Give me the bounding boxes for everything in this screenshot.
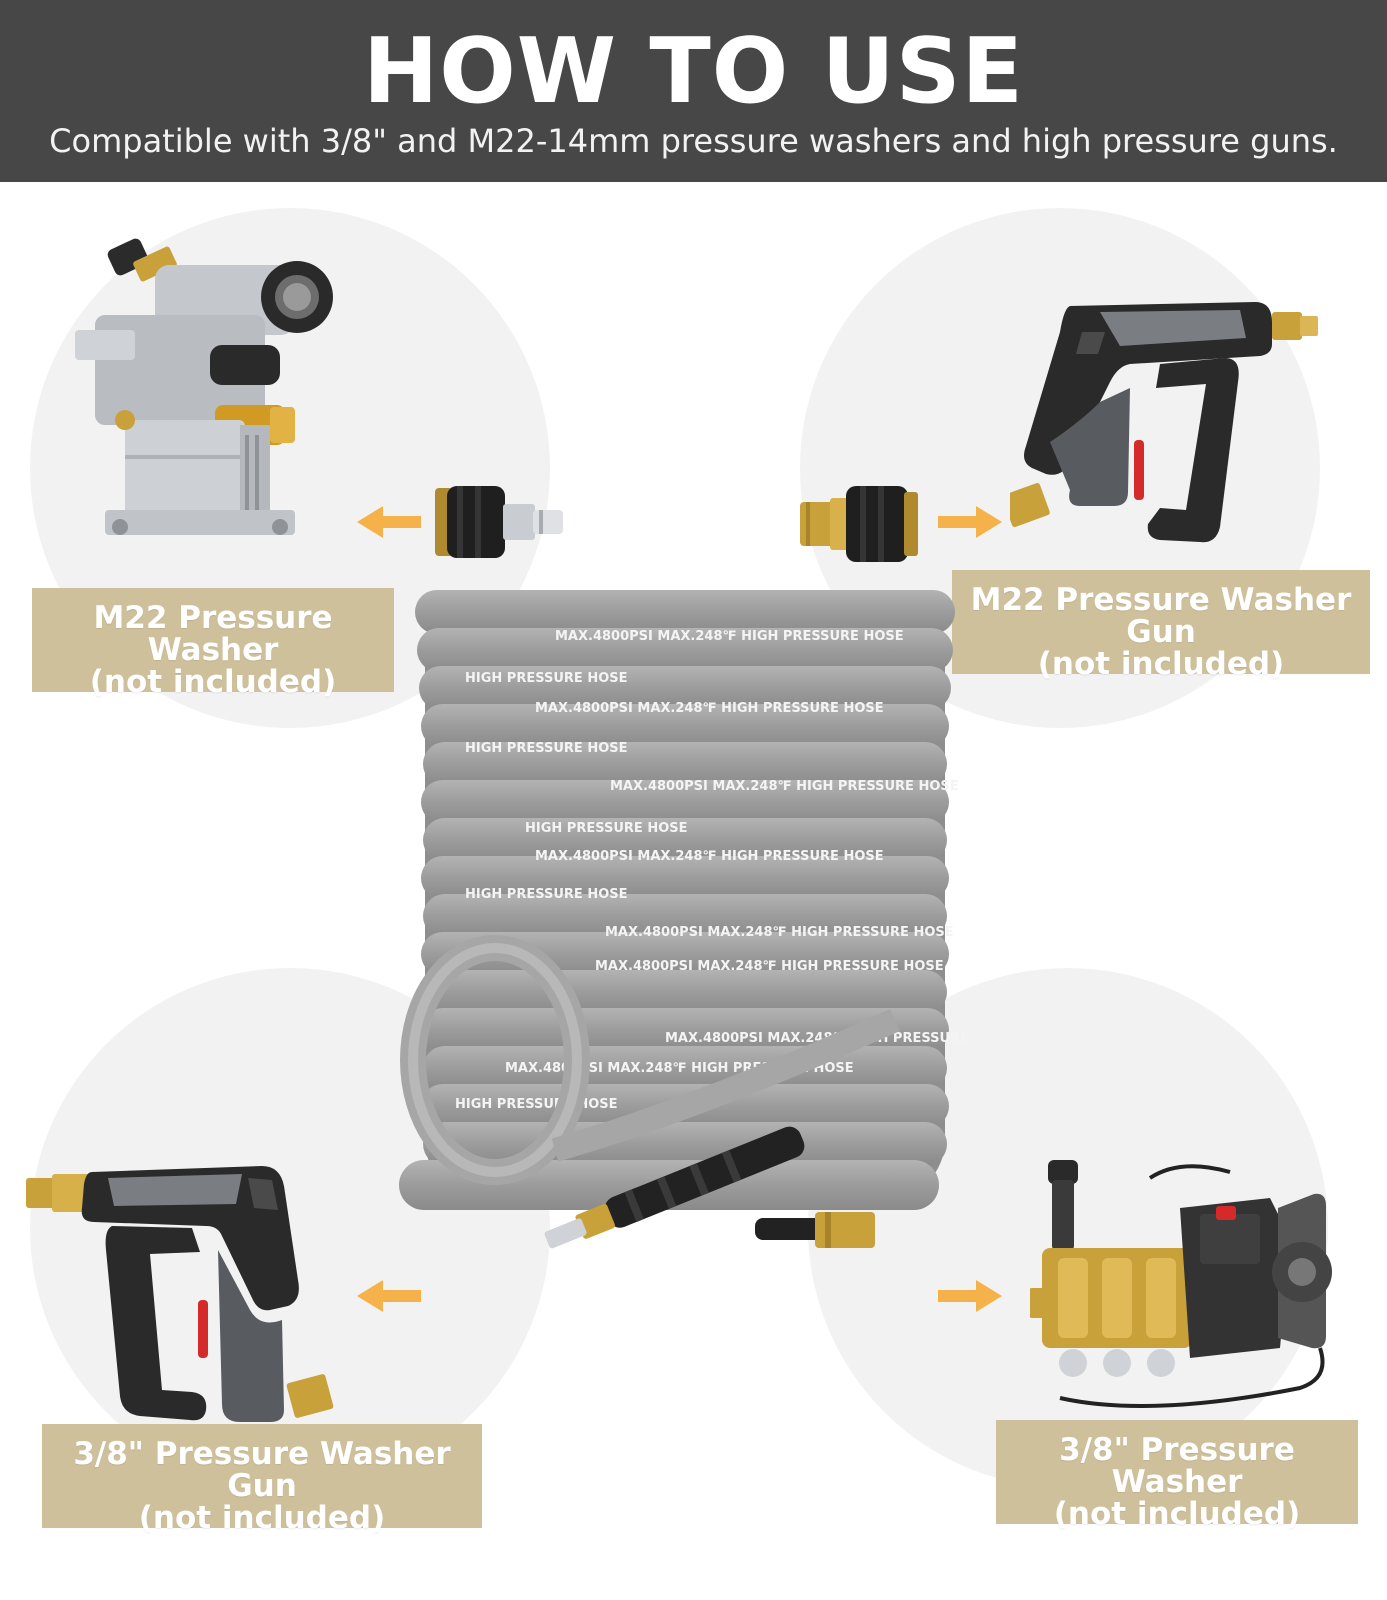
hose-print: MAX.4800PSI MAX.248℉ HIGH PRESSURE HOSE <box>555 629 904 644</box>
hose-print: MAX.4800PSI MAX.248℉ HIGH PRESSURE HOSE <box>535 849 884 864</box>
hose-print: MAX.4800PSI MAX.248℉ HIGH PRESSURE HOSE <box>610 779 959 794</box>
label-line2: (not included) <box>1053 1496 1301 1532</box>
label-m22-pressure-washer: M22 Pressure Washer (not included) <box>32 588 394 698</box>
hose-print: HIGH PRESSURE HOSE <box>465 741 628 756</box>
label-line1: M22 Pressure Washer Gun <box>970 582 1352 650</box>
pump-icon <box>1030 1160 1332 1408</box>
hose-print: MAX.4800PSI MAX.248℉ HIGH PRESSURE HOSE <box>605 925 954 940</box>
header-banner: HOW TO USE Compatible with 3/8" and M22-… <box>0 0 1387 182</box>
hose-print: HIGH PRESSURE HOSE <box>465 671 628 686</box>
hose-reel-icon: MAX.4800PSI MAX.248℉ HIGH PRESSURE HOSE … <box>399 590 965 1249</box>
hose-print: HIGH PRESSURE HOSE <box>465 887 628 902</box>
label-3-8-pressure-washer-gun: 3/8" Pressure Washer Gun (not included) <box>42 1424 482 1534</box>
arrow-right-icon <box>938 506 1002 538</box>
label-3-8-pressure-washer: 3/8" Pressure Washer (not included) <box>996 1420 1358 1530</box>
pump-icon <box>75 238 333 535</box>
arrow-left-icon <box>357 1280 421 1312</box>
label-line1: 3/8" Pressure Washer Gun <box>73 1436 451 1504</box>
label-line1: M22 Pressure Washer <box>93 600 333 668</box>
hose-print: MAX.4800PSI MAX.248℉ HIGH PRESSURE HOSE <box>595 959 944 974</box>
arrow-left-icon <box>357 506 421 538</box>
page-subtitle: Compatible with 3/8" and M22-14mm pressu… <box>49 122 1338 160</box>
label-line1: 3/8" Pressure Washer <box>1059 1432 1295 1500</box>
adapter-icon <box>435 486 563 558</box>
arrow-right-icon <box>938 1280 1002 1312</box>
pressure-gun-icon <box>1010 302 1318 543</box>
label-line2: (not included) <box>89 664 337 700</box>
hose-print: HIGH PRESSURE HOSE <box>525 821 688 836</box>
page-title: HOW TO USE <box>362 19 1025 124</box>
pressure-gun-icon <box>26 1166 334 1422</box>
adapter-icon <box>800 486 918 562</box>
label-line2: (not included) <box>1037 646 1285 682</box>
label-m22-pressure-washer-gun: M22 Pressure Washer Gun (not included) <box>952 570 1370 680</box>
label-line2: (not included) <box>138 1500 386 1536</box>
hose-print: HIGH PRESSURE HOSE <box>455 1097 618 1112</box>
hose-print: MAX.4800PSI MAX.248℉ HIGH PRESSURE HOSE <box>535 701 884 716</box>
